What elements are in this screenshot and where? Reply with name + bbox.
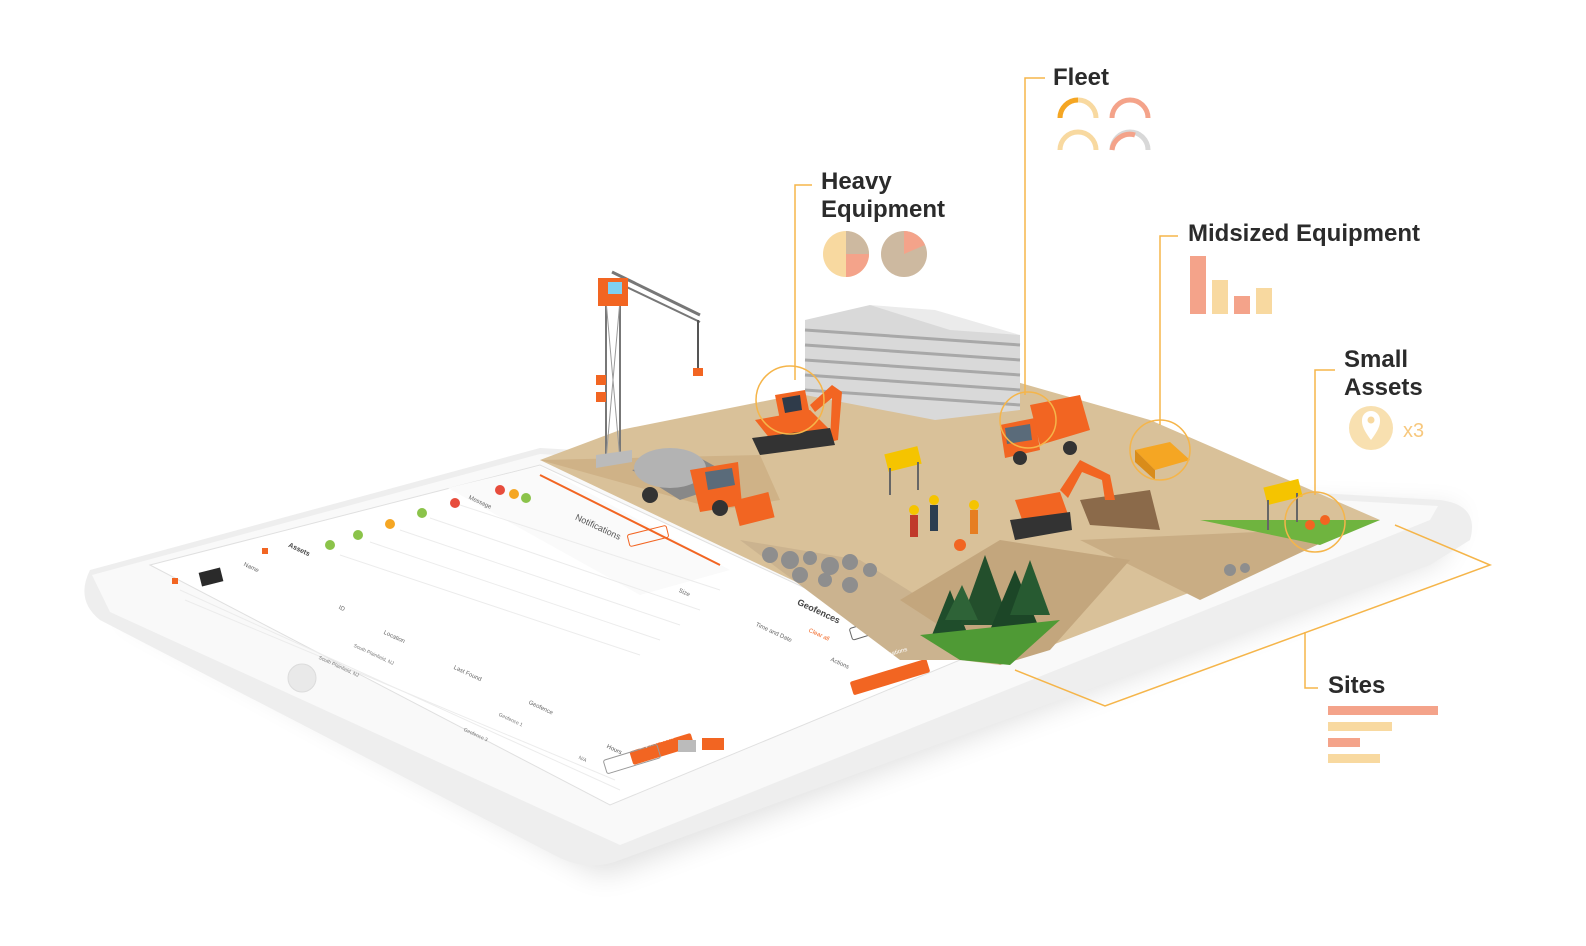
donut-gauge-icon	[1057, 129, 1099, 151]
alert-red-icon	[495, 485, 505, 495]
location-pin-icon	[1349, 406, 1393, 450]
status-green-icon	[353, 530, 363, 540]
rock-pile	[762, 547, 1250, 593]
dirt-pile	[1080, 490, 1160, 530]
heavy-equipment-pies	[823, 231, 927, 277]
callout-small-line2: Assets	[1344, 374, 1423, 401]
dump-truck-fleet	[999, 391, 1090, 465]
bar-view-icon[interactable]	[678, 740, 696, 752]
excavator-midsized	[1010, 460, 1115, 540]
cement-mixer-truck	[632, 448, 742, 516]
tower-crane	[596, 270, 703, 468]
callout-midsized-label: Midsized Equipment	[1188, 220, 1421, 247]
asset-thumbnail	[198, 567, 224, 587]
callout-heavy-line2: Equipment	[821, 196, 945, 223]
road-barriers	[733, 446, 1303, 530]
status-red-icon	[450, 498, 460, 508]
notification-count-badge[interactable]	[627, 525, 669, 547]
checkbox-icon[interactable]	[262, 548, 268, 554]
callout-sites: Sites	[1328, 672, 1385, 700]
alert-amber-icon	[509, 489, 519, 499]
excavator-heavy	[752, 365, 842, 455]
callout-small-line1: Small	[1344, 346, 1409, 373]
small-assets-count: x3	[1403, 420, 1425, 442]
callout-heavy-equipment: Heavy Equipment	[821, 168, 945, 224]
portable-generator	[1129, 419, 1191, 481]
midsized-bar-icon	[1190, 256, 1272, 314]
assets-panel	[172, 548, 724, 791]
alert-green-icon	[521, 493, 531, 503]
checkbox-icon[interactable]	[172, 578, 178, 584]
callout-sites-label: Sites	[1328, 672, 1386, 699]
building-structure	[804, 305, 1021, 420]
callout-fleet-label: Fleet	[1053, 64, 1110, 91]
callout-midsized-equipment: Midsized Equipment	[1188, 220, 1420, 248]
pine-trees	[920, 555, 1060, 665]
sites-bar-icon	[1328, 706, 1438, 763]
status-green-icon	[325, 540, 335, 550]
callout-fleet: Fleet	[1053, 64, 1109, 92]
home-button[interactable]	[287, 663, 317, 693]
dashboard-screen	[148, 464, 962, 806]
callout-small-assets: Small Assets	[1344, 346, 1423, 402]
notifications-panel	[325, 466, 730, 656]
fleet-donut-gauges	[1057, 97, 1151, 151]
callout-heavy-line1: Heavy	[821, 168, 892, 195]
callout-lines	[794, 77, 1493, 707]
status-green-icon	[417, 508, 427, 518]
status-amber-icon	[385, 519, 395, 529]
grid-view-icon[interactable]	[702, 738, 724, 750]
hours-dropdown[interactable]	[603, 744, 661, 774]
donut-gauge-icon	[1109, 97, 1151, 119]
construction-workers	[909, 495, 1330, 551]
export-notifications-button[interactable]	[850, 659, 931, 696]
